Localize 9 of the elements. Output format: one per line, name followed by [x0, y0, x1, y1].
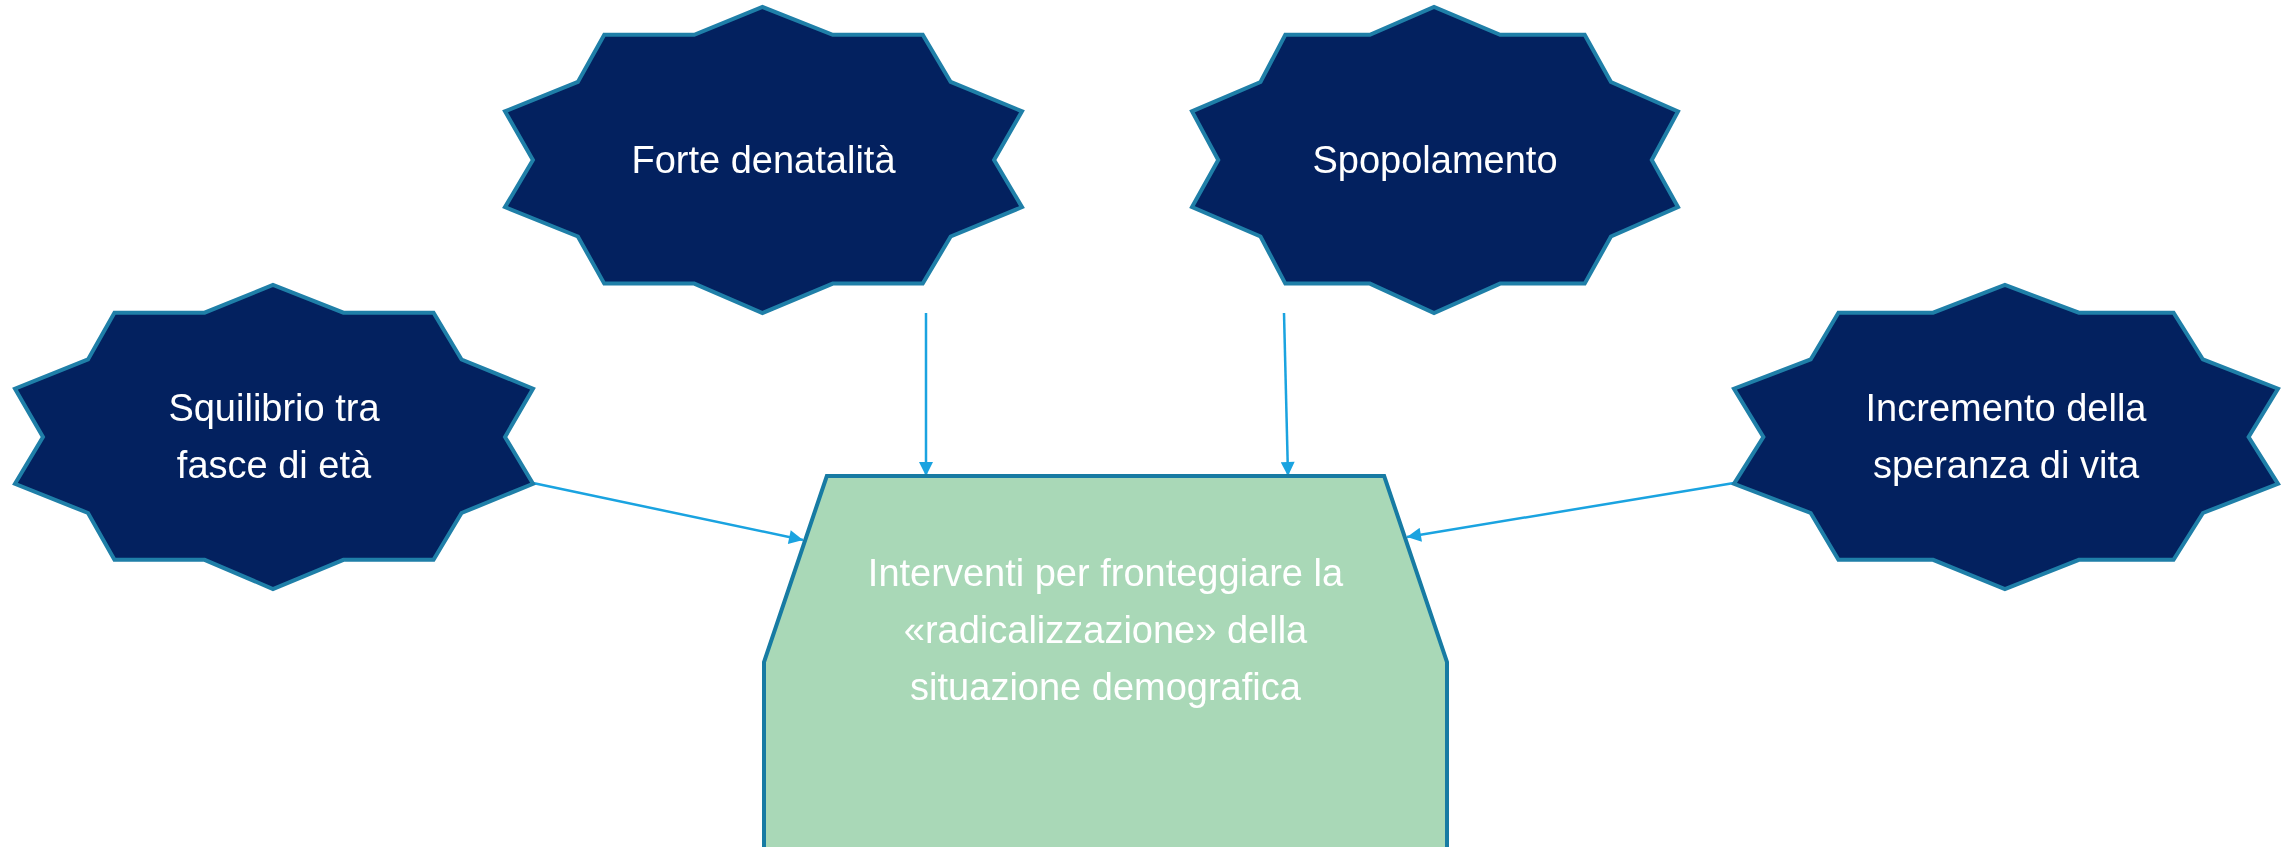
- node-text: Forte denatalità: [631, 137, 896, 183]
- arrow: [1280, 312, 1295, 477]
- arrow: [1406, 481, 1735, 542]
- node-text: Incremento della speranza di vita: [1864, 386, 2148, 488]
- node-text: Spopolamento: [1312, 137, 1558, 183]
- arrow: [919, 313, 933, 476]
- node-text: Squilibrio tra fasce di età: [167, 386, 381, 488]
- arrow: [532, 481, 804, 544]
- node-text: Interventi per fronteggiare la «radicalizzazione» della situazione demografica: [866, 550, 1345, 710]
